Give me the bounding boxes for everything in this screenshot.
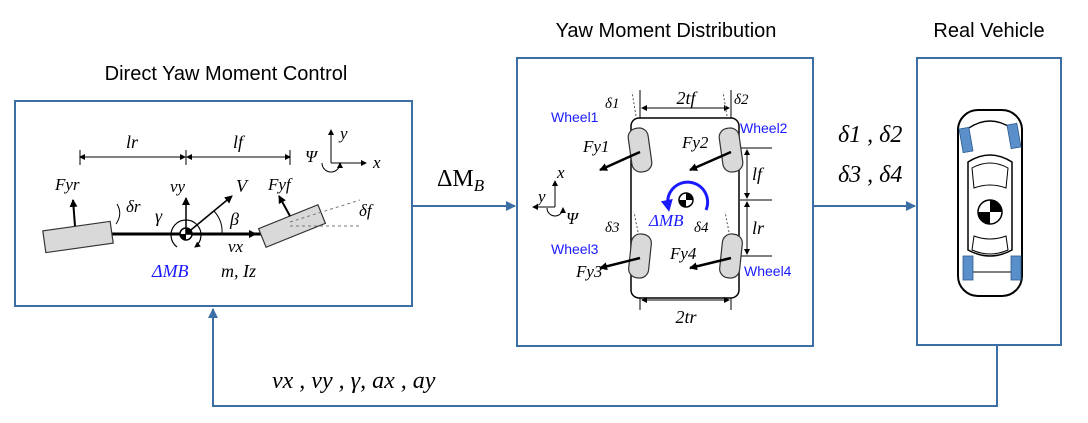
fy4-label: Fy4 — [669, 244, 697, 263]
rv-wheel-fr — [1006, 122, 1022, 150]
real-vehicle-drawing — [957, 109, 1023, 297]
wheel-3-label: Wheel3 — [551, 241, 599, 257]
dyc-block — [14, 100, 413, 307]
beta-arc — [213, 210, 223, 235]
dyc-axis-psi-label: Ψ — [305, 147, 319, 166]
wheel-4-label: Wheel4 — [744, 263, 792, 279]
wheel-2-dash — [722, 91, 728, 117]
gamma-label: γ — [155, 206, 163, 226]
vx-label: vx — [228, 237, 244, 256]
fyr-arrow — [69, 199, 78, 227]
rv-cg-quadrant-a — [990, 200, 1002, 212]
signal-dmb: ΔMB — [437, 166, 485, 195]
fy2-label: Fy2 — [681, 133, 709, 152]
fyf-arrow — [278, 195, 291, 217]
beta-label: β — [229, 209, 239, 229]
ymd-cg-quadrant-a — [686, 193, 693, 200]
signal-delta34: δ3 , δ4 — [838, 162, 902, 188]
wheel-1-tire — [627, 127, 653, 173]
gamma-arc — [170, 219, 202, 248]
d2-label: δ2 — [734, 92, 749, 108]
fy4-arrow — [689, 256, 732, 271]
wheel-3-dash — [633, 211, 639, 233]
wheel-1-label: Wheel1 — [551, 109, 599, 125]
rv-title: Real Vehicle — [933, 20, 1044, 42]
ymd-axis-y-label: y — [536, 187, 546, 206]
wheel-2-tire — [718, 127, 744, 173]
car-rear-window — [971, 235, 1009, 255]
delta-r-arc — [115, 203, 121, 225]
signal-feedback: vx , vy , γ, ax , ay — [272, 368, 436, 394]
fy1-arrow — [599, 150, 641, 172]
signal-delta12: δ1 , δ2 — [838, 122, 902, 148]
wheel-1-dash — [631, 91, 637, 117]
fy2-arrow — [689, 150, 732, 172]
four-wheel-model: 2tf 2tr lf lr δ1 δ2 δ3 δ4 Wheel1 Wheel2 … — [532, 88, 792, 327]
ymd-block — [516, 57, 814, 347]
dyc-dmb-label: ΔMB — [151, 261, 189, 281]
fy1-label: Fy1 — [582, 137, 609, 156]
arrow-feedback — [208, 308, 998, 407]
ymd-lr-label: lr — [752, 218, 765, 238]
rv-wheel-fl — [958, 126, 974, 154]
dyc-axis-x-label: x — [372, 153, 381, 172]
d1-label: δ1 — [605, 96, 619, 112]
lr-label: lr — [126, 132, 139, 152]
dyc-axis-y-label: y — [338, 124, 348, 143]
mass-inertia-label: m, Iz — [221, 261, 256, 281]
v-label: V — [236, 176, 249, 196]
bicycle-model: lr lf δf δr Fyr Fyf vy V vx β — [42, 124, 381, 281]
rear-tire — [42, 220, 114, 254]
v-arrow — [185, 195, 233, 235]
wheel-4-tire — [719, 233, 743, 279]
ymd-title: Yaw Moment Distribution — [556, 20, 777, 42]
rv-wheel-rr — [1010, 255, 1022, 281]
car-cabin — [967, 154, 1013, 257]
d3-label: δ3 — [605, 220, 619, 236]
vy-label: vy — [170, 177, 186, 196]
front-heading-dash — [289, 199, 361, 223]
ymd-psi-arc — [546, 207, 566, 217]
tf-label: 2tf — [676, 88, 698, 108]
fyr-label: Fyr — [54, 175, 80, 194]
d4-label: δ4 — [694, 220, 709, 236]
fy3-label: Fy3 — [575, 262, 602, 281]
tr-label: 2tr — [675, 307, 697, 327]
fy3-arrow — [599, 256, 641, 271]
delta-f-label: δf — [359, 201, 374, 220]
wheel-2-label: Wheel2 — [740, 120, 788, 136]
ymd-axis-x-label: x — [556, 163, 565, 182]
fyf-label: Fyf — [267, 175, 293, 194]
wheel-3-tire — [628, 233, 652, 279]
ymd-axis-psi-label: Ψ — [566, 209, 580, 228]
rv-cg-quadrant-b — [978, 212, 990, 224]
cg-quadrant-b — [180, 234, 186, 240]
delta-r-label: δr — [126, 197, 141, 216]
dyc-title: Direct Yaw Moment Control — [105, 63, 348, 85]
ymd-dmb-label: ΔMB — [648, 211, 684, 230]
ymd-yaw-moment-arc — [660, 180, 710, 212]
ymd-lf-label: lf — [752, 164, 765, 184]
ymd-cg-quadrant-b — [679, 200, 686, 207]
dyc-psi-arc — [321, 162, 343, 173]
wheel-4-dash — [724, 211, 730, 233]
car-windshield — [971, 162, 1009, 189]
lf-label: lf — [233, 132, 246, 152]
rv-wheel-rl — [962, 255, 974, 281]
